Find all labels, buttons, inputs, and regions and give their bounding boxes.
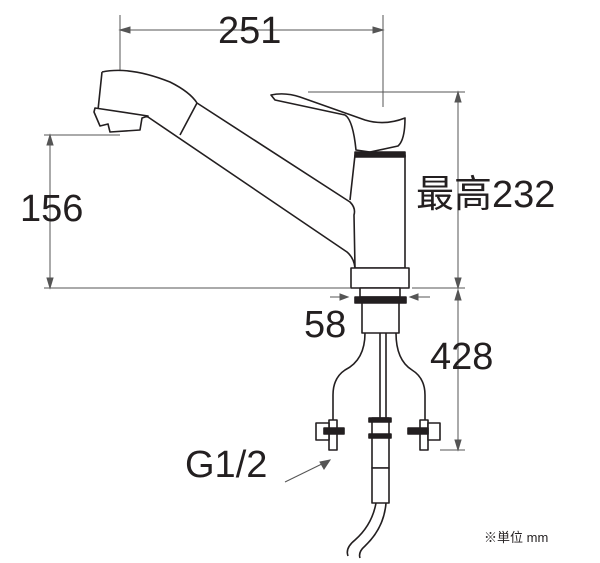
faucet-body (93, 69, 441, 559)
dimension-lines (44, 15, 465, 483)
hose-length-label: 428 (430, 336, 494, 378)
spout-height-label: 156 (20, 188, 84, 230)
unit-note: ※単位 mm (484, 530, 549, 545)
spout-reach-label: 251 (218, 10, 282, 52)
base-diameter-label: 58 (304, 304, 347, 346)
max-height-label: 最高232 (416, 174, 556, 216)
thread-size-label: G1/2 (185, 444, 268, 486)
